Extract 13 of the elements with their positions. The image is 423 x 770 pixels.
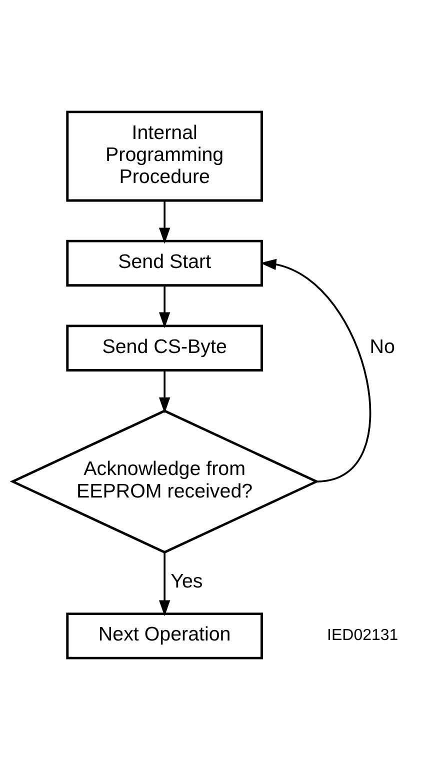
arrow xyxy=(158,370,170,414)
node-diamond: Acknowledge from EEPROM received? xyxy=(10,409,320,554)
arrow xyxy=(260,258,371,482)
edge-label: No xyxy=(370,336,395,358)
arrow xyxy=(158,286,170,328)
arrow xyxy=(158,200,170,244)
arrow xyxy=(158,552,170,616)
node-box: Send CS-Byte xyxy=(66,324,263,372)
node-box: Send Start xyxy=(66,240,263,287)
edge-label: Yes xyxy=(170,570,203,593)
node-box: Internal Programming Procedure xyxy=(66,110,263,202)
node-box: Next Operation xyxy=(66,612,263,660)
label: IED02131 xyxy=(327,627,398,644)
